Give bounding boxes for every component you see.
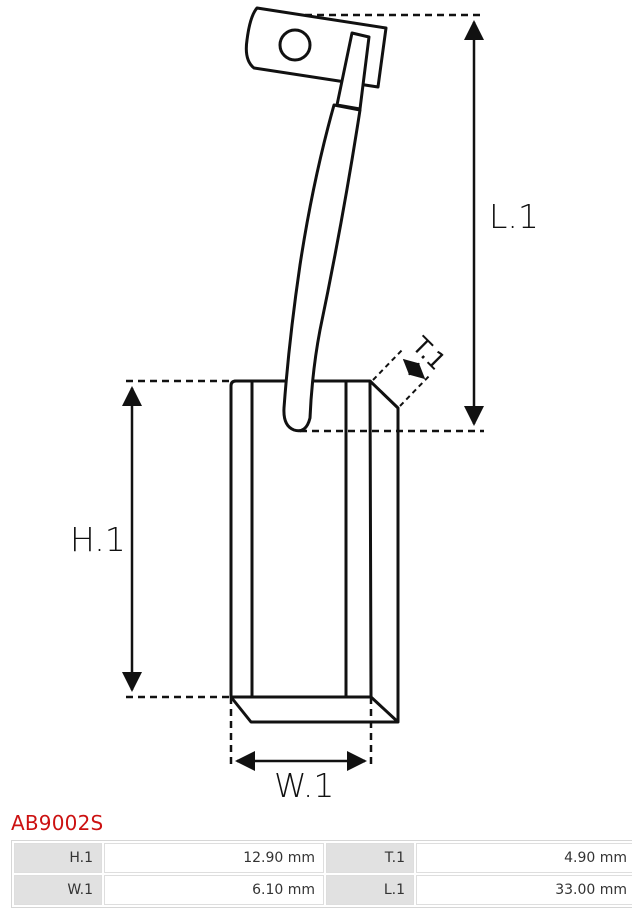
spec-key: W.1 <box>14 875 102 905</box>
spec-key: H.1 <box>14 843 102 873</box>
part-code: AB9002S <box>11 811 104 835</box>
brush-block <box>229 379 400 724</box>
spec-key: T.1 <box>326 843 414 873</box>
w1-label: W.1 <box>274 766 334 805</box>
spec-value: 12.90 mm <box>104 843 324 873</box>
shunt-wire <box>282 103 362 433</box>
spec-value: 33.00 mm <box>416 875 632 905</box>
h1-label: H.1 <box>70 520 126 559</box>
dimension-t1 <box>372 347 432 407</box>
table-row: H.1 12.90 mm T.1 4.90 mm <box>14 843 632 873</box>
table-row: W.1 6.10 mm L.1 33.00 mm <box>14 875 632 905</box>
spec-value: 4.90 mm <box>416 843 632 873</box>
spec-value: 6.10 mm <box>104 875 324 905</box>
l1-label: L.1 <box>489 197 539 236</box>
dimension-h1 <box>122 379 236 699</box>
carbon-brush-diagram: L.1 H.1 W.1 T.1 <box>70 6 539 805</box>
dimension-w1 <box>229 697 373 771</box>
terminal-tab <box>244 6 388 111</box>
dimension-l1 <box>300 13 484 433</box>
spec-table: H.1 12.90 mm T.1 4.90 mm W.1 6.10 mm L.1… <box>11 840 632 908</box>
spec-key: L.1 <box>326 875 414 905</box>
